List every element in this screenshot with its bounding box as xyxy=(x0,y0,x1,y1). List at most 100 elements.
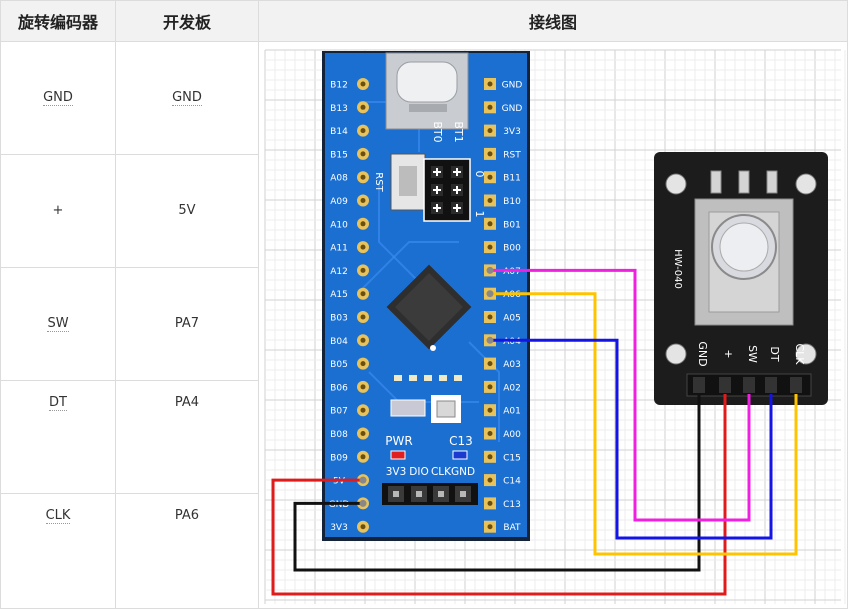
left-pin-label: B15 xyxy=(330,150,348,160)
boot-number-1: 1 xyxy=(473,211,486,218)
right-pin-label: GND xyxy=(502,81,523,91)
jumper-pin-mark xyxy=(433,204,441,212)
board-cell: PA7 xyxy=(115,266,259,381)
right-pin-label: B11 xyxy=(503,174,521,184)
pwr-label: PWR xyxy=(385,434,412,448)
left-pin-hole xyxy=(360,454,366,460)
right-pin-label: B00 xyxy=(503,244,521,254)
reset-button-cap xyxy=(399,166,417,196)
encoder-header-pin xyxy=(719,377,731,393)
right-pin-label: A05 xyxy=(503,314,521,324)
encoder-cell: + xyxy=(0,153,116,268)
encoder-cell: DT xyxy=(0,379,116,494)
left-pin-label: B06 xyxy=(330,383,348,393)
boot-number-0: 0 xyxy=(473,171,486,178)
left-pin-hole xyxy=(360,244,366,250)
swd-header-label: 3V3 xyxy=(386,466,407,478)
left-pin-hole xyxy=(360,174,366,180)
swd-header-pin-tip xyxy=(393,491,399,497)
encoder-pin-label: + xyxy=(722,349,735,358)
boot-jumper-block xyxy=(423,158,471,222)
right-pin-label: C13 xyxy=(503,500,521,510)
smd-resistor xyxy=(454,375,462,381)
smd-resistor xyxy=(424,375,432,381)
wire-sw xyxy=(490,268,751,522)
wire-endpoint xyxy=(486,266,494,274)
left-pin-hole xyxy=(360,291,366,297)
module-model-label: HW-040 xyxy=(672,249,683,289)
board-pin-pa4: PA4 xyxy=(174,394,200,410)
left-pin-label: A12 xyxy=(330,267,348,277)
right-pin-hole xyxy=(487,244,493,250)
right-pin-hole xyxy=(487,477,493,483)
left-pin-label: B05 xyxy=(330,360,348,370)
left-pin-hole xyxy=(360,407,366,413)
left-pin-label: B09 xyxy=(330,453,348,463)
left-pin-label: B07 xyxy=(330,407,348,417)
left-pin-hole xyxy=(360,221,366,227)
right-pin-hole xyxy=(487,151,493,157)
left-pin-label: A15 xyxy=(330,290,348,300)
right-pin-hole xyxy=(487,454,493,460)
left-pin-label: B12 xyxy=(330,81,348,91)
crystal-2 xyxy=(436,400,456,418)
encoder-pin-label: DT xyxy=(768,346,781,361)
board-cell: PA6 xyxy=(115,492,259,609)
mcu-chip-body xyxy=(395,273,463,341)
encoder-pin-gnd: GND xyxy=(43,90,73,107)
swd-header-label: CLK xyxy=(431,466,452,478)
table-row: DT PA4 xyxy=(0,379,848,494)
right-pin-label: A02 xyxy=(503,383,521,393)
encoder-cell: GND xyxy=(0,41,116,155)
left-pin-hole xyxy=(360,104,366,110)
right-pin-label: BAT xyxy=(503,523,521,533)
pwr-led xyxy=(390,450,406,460)
right-pin-hole xyxy=(487,314,493,320)
c13-label: C13 xyxy=(449,434,473,448)
boot1-label: BT1 xyxy=(452,121,465,142)
encoder-header-pin xyxy=(790,377,802,393)
crystal-1 xyxy=(390,399,426,417)
swd-header-pin-tip xyxy=(460,491,466,497)
right-pin-hole xyxy=(487,198,493,203)
left-pin-hole xyxy=(360,361,366,367)
jumper-pin-mark xyxy=(453,204,461,212)
swd-header-pin-tip xyxy=(438,491,444,497)
rst-label: RST xyxy=(373,172,384,192)
left-pin-hole xyxy=(360,198,366,203)
right-pin-label: A03 xyxy=(503,360,521,370)
encoder-leg xyxy=(766,170,778,194)
usb-c-tab xyxy=(409,104,447,112)
encoder-cell: SW xyxy=(0,266,116,381)
wiring-diagram: B12B13B14B15A08A09A10A11A12A15B03B04B05B… xyxy=(259,42,847,608)
header-row: 旋转编码器 开发板 接线图 xyxy=(0,0,848,42)
wire-endpoint xyxy=(486,290,494,298)
left-pin-hole xyxy=(360,524,366,530)
encoder-leg xyxy=(738,170,750,194)
right-pin-label: C14 xyxy=(503,477,521,487)
encoder-pin-plus: + xyxy=(52,203,64,219)
right-pin-label: 3V3 xyxy=(503,127,521,137)
swd-header-label: DIO xyxy=(409,466,428,478)
boot0-label: BT0 xyxy=(431,121,444,142)
encoder-header-pin xyxy=(743,377,755,393)
left-pin-label: 3V3 xyxy=(330,523,348,533)
right-pin-label: A06 xyxy=(503,290,521,300)
left-pin-label: B03 xyxy=(330,314,348,324)
right-pin-label: A00 xyxy=(503,430,521,440)
encoder-header-pin xyxy=(765,377,777,393)
jumper-pin-mark xyxy=(453,168,461,176)
smd-resistor xyxy=(439,375,447,381)
board-pin-gnd: GND xyxy=(172,90,202,107)
jumper-pin-mark xyxy=(433,186,441,194)
jumper-pin-mark xyxy=(453,186,461,194)
mcu-pin1-dot xyxy=(430,345,436,351)
right-pin-hole xyxy=(487,104,493,110)
wire-endpoint xyxy=(486,336,494,344)
header-encoder: 旋转编码器 xyxy=(0,0,116,42)
right-pin-hole xyxy=(487,81,493,87)
smd-resistor xyxy=(409,375,417,381)
header-diagram: 接线图 xyxy=(258,0,848,42)
c13-led xyxy=(452,450,468,460)
